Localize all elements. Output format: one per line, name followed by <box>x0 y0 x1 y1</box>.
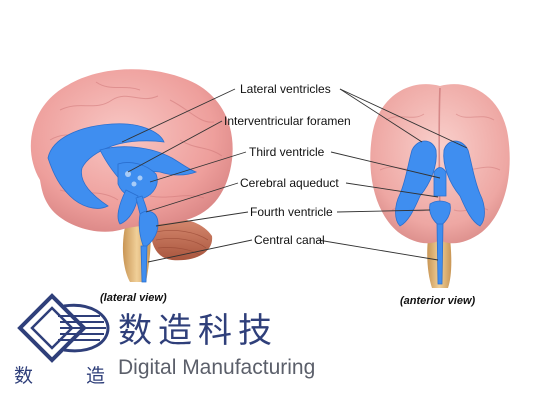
central-canal-shape <box>140 245 148 283</box>
leader-lines <box>121 88 468 263</box>
anterior-fourth-ventricle <box>429 200 451 227</box>
anterior-third-ventricle <box>433 167 447 197</box>
lateral-ventricular-system <box>47 123 198 283</box>
brand-logo-icon <box>17 293 110 363</box>
anterior-ventricular-system <box>395 140 485 285</box>
caption-anterior-view: (anterior view) <box>400 295 476 307</box>
brand-english-title: Digital Manufacturing <box>118 356 315 379</box>
logo-char-left: 数 <box>14 365 33 387</box>
anterior-lateral-ventricle-left <box>395 140 437 227</box>
anterior-brain <box>370 84 510 288</box>
lateral-ventricle-shape <box>47 123 165 209</box>
label-third-ventricle: Third ventricle <box>249 145 325 159</box>
label-cerebral-aqueduct: Cerebral aqueduct <box>240 176 339 190</box>
temporal-horn <box>117 189 139 225</box>
lateral-brain <box>30 69 233 283</box>
label-lateral-ventricles: Lateral ventricles <box>240 82 331 96</box>
label-central-canal: Central canal <box>254 233 325 247</box>
brand-watermark: 数 造 数造科技 Digital Manufacturing <box>14 293 315 387</box>
label-interventricular-foramen: Interventricular foramen <box>224 114 351 128</box>
logo-char-right: 造 <box>86 365 105 387</box>
label-fourth-ventricle: Fourth ventricle <box>250 205 333 219</box>
anterior-lateral-ventricle-right <box>443 140 485 227</box>
view-captions: (lateral view) (anterior view) <box>100 292 476 307</box>
caption-lateral-view: (lateral view) <box>100 292 167 304</box>
fourth-ventricle-shape <box>138 210 159 249</box>
anterior-central-canal <box>436 223 444 285</box>
structure-labels: Lateral ventricles Interventricular fora… <box>224 82 351 247</box>
brand-chinese-title: 数造科技 <box>118 311 278 351</box>
